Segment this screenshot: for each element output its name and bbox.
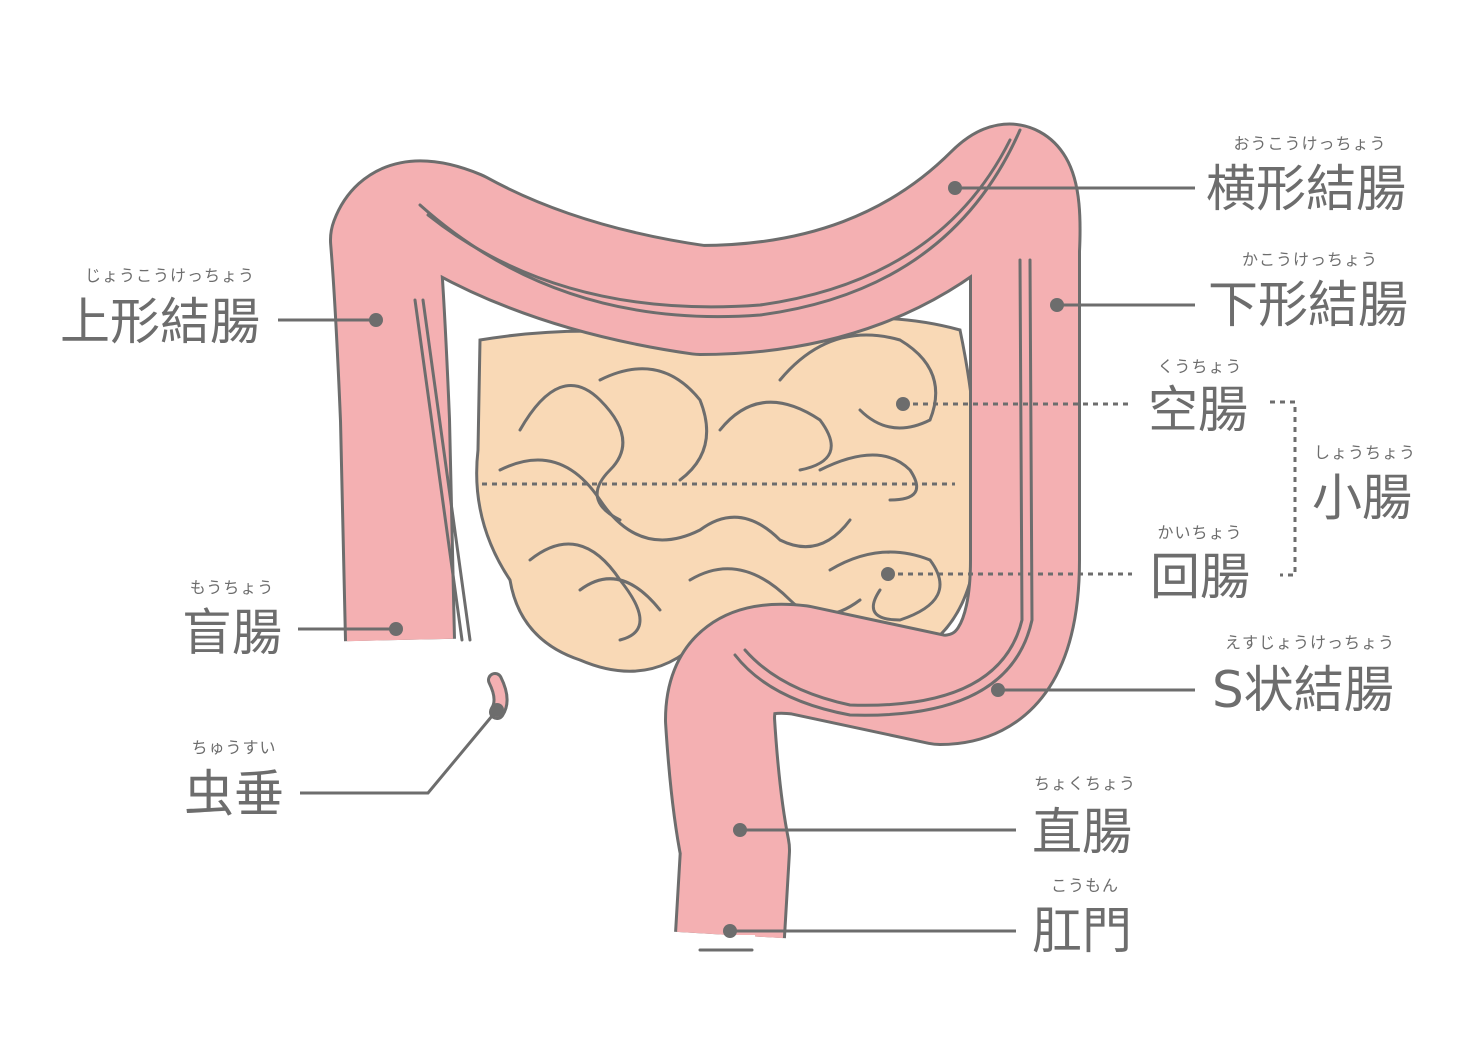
ascending-colon-label: 上形結腸 xyxy=(60,293,260,351)
transverse-colon-label: 横形結腸 xyxy=(1206,160,1406,218)
cecum-label: 盲腸 xyxy=(182,604,282,662)
rectum-label: 直腸 xyxy=(1032,803,1132,861)
transverse-colon-reading: おうこうけっちょう xyxy=(1233,134,1386,153)
descending-colon-reading: かこうけっちょう xyxy=(1242,250,1378,269)
appendix-reading: ちゅうすい xyxy=(191,738,276,757)
sigmoid-colon-reading: えすじょうけっちょう xyxy=(1225,633,1395,652)
leader-lines xyxy=(278,181,1297,938)
cecum-reading: もうちょう xyxy=(190,578,275,597)
ileum-label: 回腸 xyxy=(1150,548,1250,606)
small-intestine-reading: しょうちょう xyxy=(1314,443,1416,462)
anus-label: 肛門 xyxy=(1032,902,1132,960)
jejunum-reading: くうちょう xyxy=(1158,357,1243,376)
sigmoid-colon-label: S状結腸 xyxy=(1212,661,1394,719)
ascending-colon-reading: じょうこうけっちょう xyxy=(85,266,255,285)
jejunum-label: 空腸 xyxy=(1148,381,1248,439)
ileum-reading: かいちょう xyxy=(1157,523,1242,542)
small-intestine-label: 小腸 xyxy=(1312,469,1412,527)
large-intestine-illustration xyxy=(329,122,1082,955)
appendix-label: 虫垂 xyxy=(184,765,284,823)
descending-colon-label: 下形結腸 xyxy=(1208,276,1408,334)
anus-reading: こうもん xyxy=(1051,876,1119,895)
rectum-reading: ちょくちょう xyxy=(1034,774,1136,793)
